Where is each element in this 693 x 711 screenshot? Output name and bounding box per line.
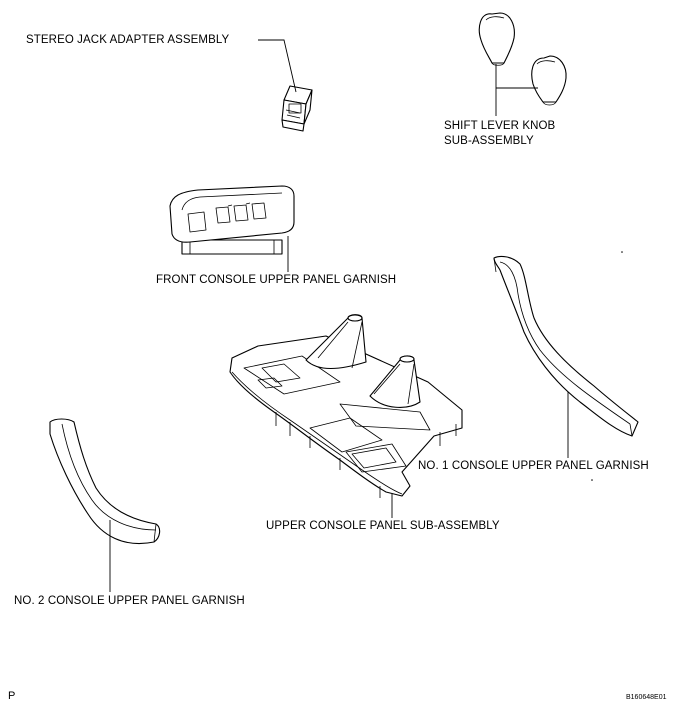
- label-no1-console-garnish: NO. 1 CONSOLE UPPER PANEL GARNISH: [418, 460, 649, 472]
- no1-console-garnish-part: [493, 255, 639, 437]
- label-upper-console-panel: UPPER CONSOLE PANEL SUB-ASSEMBLY: [266, 520, 500, 532]
- label-shift-lever-knob-line1: SHIFT LEVER KNOB: [444, 120, 556, 132]
- upper-console-panel-part: [229, 314, 463, 498]
- shift-lever-knob-part: [478, 12, 567, 106]
- label-stereo-jack-adapter: STEREO JACK ADAPTER ASSEMBLY: [26, 34, 230, 46]
- corner-code-left: P: [8, 690, 16, 702]
- figure-code: B160648E01: [626, 694, 667, 701]
- front-console-garnish-part: [169, 185, 295, 255]
- label-front-console-garnish: FRONT CONSOLE UPPER PANEL GARNISH: [156, 274, 397, 286]
- label-no2-console-garnish: NO. 2 CONSOLE UPPER PANEL GARNISH: [14, 595, 245, 607]
- no2-console-garnish-part: [49, 418, 161, 545]
- leader-lines: [109, 39, 569, 592]
- stereo-jack-adapter-part: [281, 85, 313, 132]
- label-shift-lever-knob-line2: SUB-ASSEMBLY: [444, 135, 534, 147]
